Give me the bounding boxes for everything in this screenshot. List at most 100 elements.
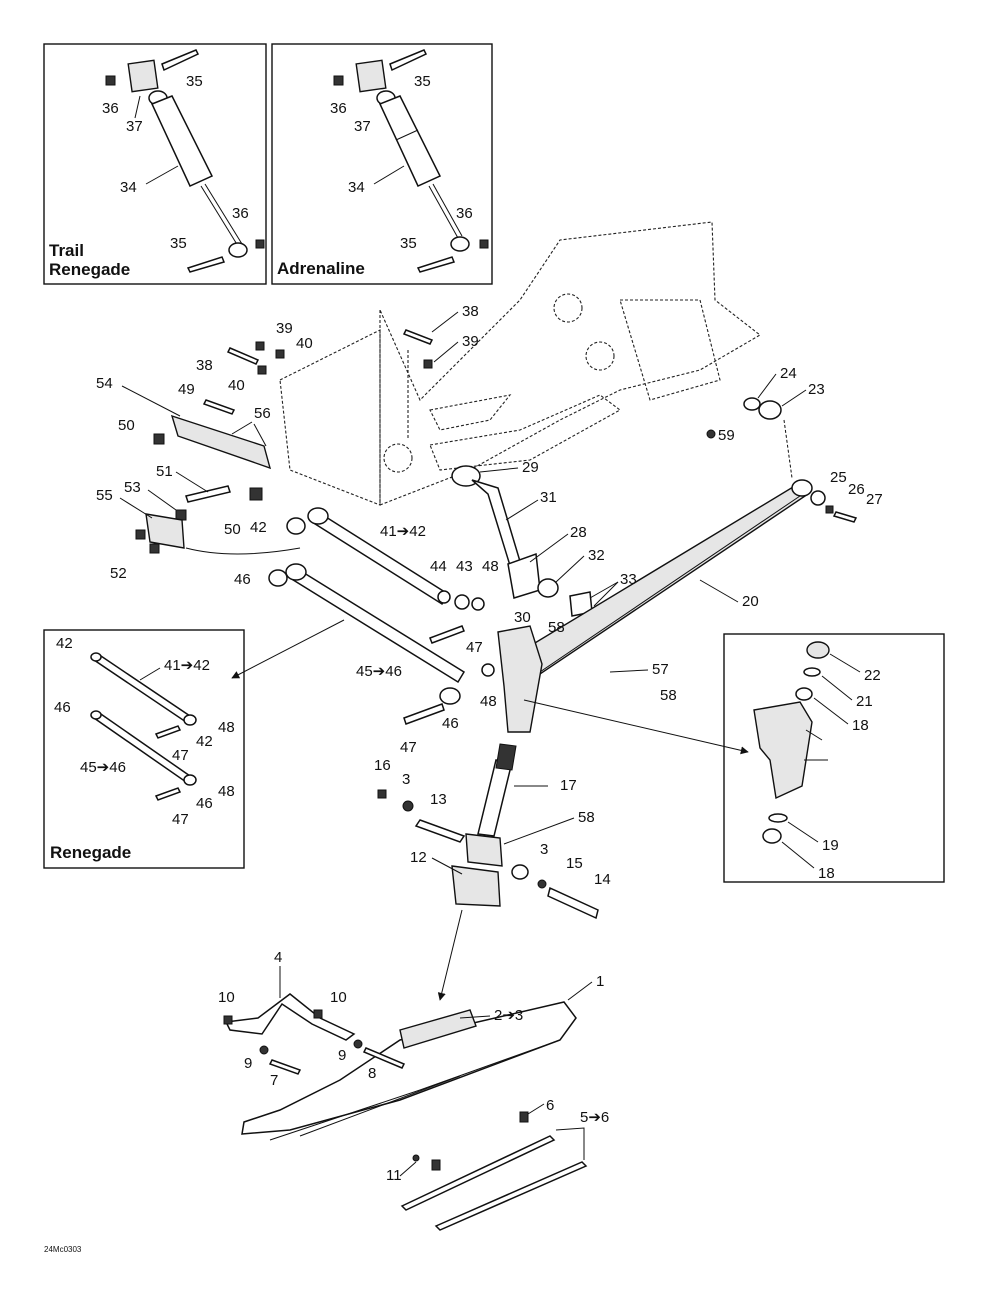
callout-37: 37 bbox=[126, 118, 143, 135]
callout-21: 21 bbox=[856, 693, 873, 710]
main-assembly bbox=[135, 329, 858, 1231]
nut-48 bbox=[481, 663, 495, 677]
callout-53: 53 bbox=[124, 479, 141, 496]
callout-40: 40 bbox=[296, 335, 313, 352]
rubber-stopper-12 bbox=[451, 865, 501, 907]
callout-24: 24 bbox=[780, 365, 797, 382]
callout-11: 11 bbox=[386, 1167, 402, 1184]
callout-39: 39 bbox=[276, 320, 293, 337]
callout-46: 46 bbox=[442, 715, 459, 732]
washer-9 bbox=[259, 1045, 269, 1055]
inset-title-line1: Trail bbox=[49, 241, 84, 260]
callout-19: 19 bbox=[822, 837, 839, 854]
bushing-18 bbox=[795, 687, 813, 701]
callout-12: 12 bbox=[410, 849, 427, 866]
nut-10 bbox=[223, 1015, 233, 1025]
spring bbox=[495, 743, 517, 771]
bushing-18 bbox=[762, 828, 782, 844]
callout-42: 42 bbox=[250, 519, 267, 536]
nut-39 bbox=[423, 359, 433, 369]
callout-3: 3 bbox=[402, 771, 410, 788]
callout-47: 47 bbox=[400, 739, 417, 756]
callout-51: 51 bbox=[156, 463, 173, 480]
callout-8: 8 bbox=[368, 1065, 376, 1082]
callout-32: 32 bbox=[588, 547, 605, 564]
spindle-17 bbox=[477, 759, 513, 837]
callout-37: 37 bbox=[354, 118, 371, 135]
washer-15 bbox=[537, 879, 547, 889]
washer-53 bbox=[175, 509, 187, 521]
callout-41-42: 41➔42 bbox=[164, 657, 210, 674]
callout-45-46: 45➔46 bbox=[356, 663, 402, 680]
inset-frame bbox=[43, 629, 245, 869]
inset-trail-renegade: 35 36 37 34 36 35 Trail Renegade bbox=[43, 43, 267, 285]
bushing-42 bbox=[286, 517, 306, 535]
callout-36: 36 bbox=[330, 100, 347, 117]
nut-50 bbox=[153, 433, 165, 445]
callout-46: 46 bbox=[234, 571, 251, 588]
callout-22: 22 bbox=[864, 667, 881, 684]
callout-45-46: 45➔46 bbox=[80, 759, 126, 776]
callout-23: 23 bbox=[808, 381, 825, 398]
callout-31: 31 bbox=[540, 489, 557, 506]
callout-4: 4 bbox=[274, 949, 282, 966]
callout-35: 35 bbox=[400, 235, 417, 252]
radius-rod-20 bbox=[518, 483, 810, 675]
callout-18: 18 bbox=[852, 717, 869, 734]
bolt-14 bbox=[547, 886, 599, 920]
bolt-47 bbox=[154, 787, 182, 801]
callout-56: 56 bbox=[254, 405, 271, 422]
callout-36: 36 bbox=[102, 100, 119, 117]
washer-3 bbox=[402, 800, 414, 812]
callout-34: 34 bbox=[348, 179, 365, 196]
callout-50: 50 bbox=[224, 521, 241, 538]
callout-7: 7 bbox=[270, 1072, 278, 1089]
fastener-11 bbox=[412, 1154, 420, 1162]
callout-59: 59 bbox=[718, 427, 735, 444]
callout-55: 55 bbox=[96, 487, 113, 504]
callout-44: 44 bbox=[430, 558, 447, 575]
nut-10 bbox=[313, 1009, 323, 1019]
callout-5-6: 5➔6 bbox=[580, 1109, 609, 1126]
bolt-49 bbox=[202, 399, 236, 415]
bushing-23 bbox=[758, 400, 782, 420]
callout-16: 16 bbox=[374, 757, 391, 774]
callout-39: 39 bbox=[462, 333, 479, 350]
inset-adrenaline: 35 36 37 34 36 35 Adrenaline bbox=[271, 43, 493, 285]
callout-10: 10 bbox=[330, 989, 347, 1006]
inset-title: Renegade bbox=[50, 843, 131, 862]
inset-title-line2: Renegade bbox=[49, 260, 130, 279]
nut-16 bbox=[377, 789, 387, 799]
callout-25: 25 bbox=[830, 469, 847, 486]
ski-handle-4 bbox=[224, 993, 356, 1041]
nut-26 bbox=[825, 505, 834, 514]
drawing-code: 24Mc0303 bbox=[44, 1245, 82, 1254]
callout-42: 42 bbox=[56, 635, 73, 652]
washer-3 bbox=[511, 864, 529, 880]
callout-49: 49 bbox=[178, 381, 195, 398]
bushing bbox=[285, 563, 307, 581]
spindle-housing bbox=[753, 701, 813, 800]
nut-6 bbox=[431, 1159, 441, 1171]
callout-9: 9 bbox=[338, 1047, 346, 1064]
callout-47: 47 bbox=[466, 639, 483, 656]
callout-38: 38 bbox=[196, 357, 213, 374]
bracket-55 bbox=[145, 513, 185, 549]
inset-frame bbox=[271, 43, 493, 285]
callout-50: 50 bbox=[118, 417, 135, 434]
main-callouts: 38 39 39 40 38 40 54 49 56 50 51 53 55 5… bbox=[96, 303, 883, 1184]
callout-43: 43 bbox=[456, 558, 473, 575]
callout-46: 46 bbox=[54, 699, 71, 716]
callout-35: 35 bbox=[414, 73, 431, 90]
callout-58: 58 bbox=[548, 619, 565, 636]
callout-52: 52 bbox=[110, 565, 127, 582]
grease-59 bbox=[706, 429, 716, 439]
callout-34: 34 bbox=[120, 179, 137, 196]
bolt-38 bbox=[226, 347, 260, 365]
sleeve-32 bbox=[537, 578, 559, 598]
bolt-27 bbox=[832, 511, 858, 523]
callout-58: 58 bbox=[660, 687, 677, 704]
callout-48: 48 bbox=[482, 558, 499, 575]
callout-30: 30 bbox=[514, 609, 531, 626]
